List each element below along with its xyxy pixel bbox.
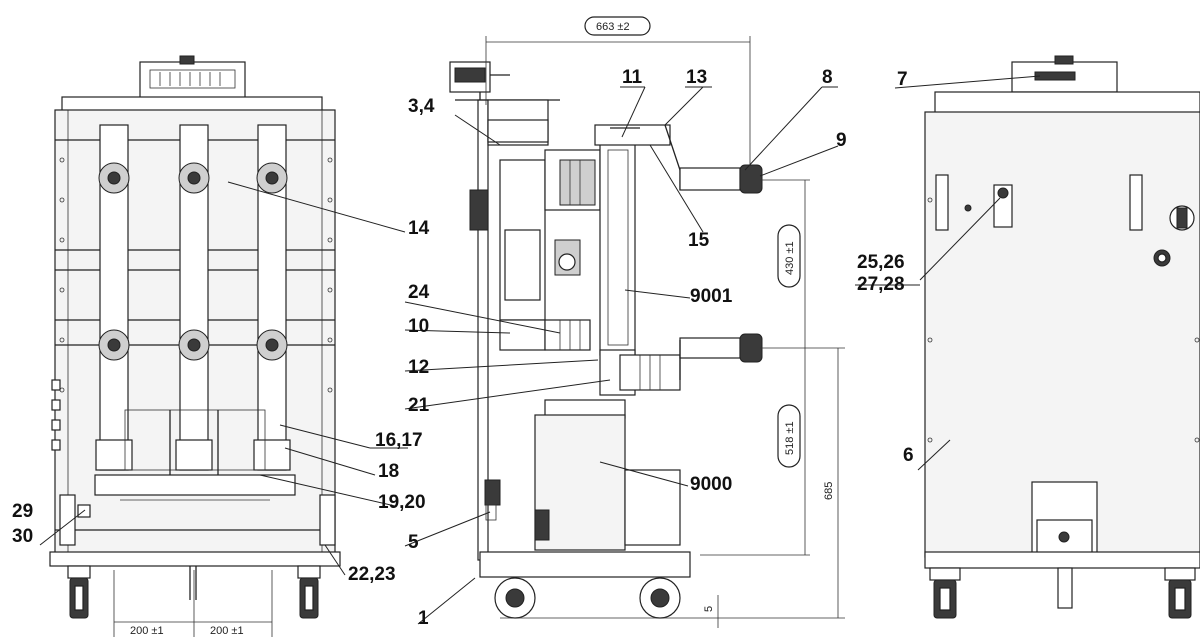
top-plate: [61, 96, 323, 112]
callout-9001: 9001: [690, 286, 733, 307]
callout-10: 10: [408, 316, 429, 337]
callout-27-28: 27,28: [857, 274, 905, 295]
callout-22-23: 22,23: [348, 564, 396, 585]
callout-21: 21: [408, 395, 430, 416]
front-wheel-left: [67, 565, 91, 619]
dim-width-663: 663 ±2: [596, 21, 630, 33]
callout-24: 24: [408, 282, 430, 303]
side-lower-body: [534, 414, 626, 551]
back-view: [924, 55, 1200, 619]
dim-height-518: 518 ±1: [784, 421, 796, 455]
callout-11: 11: [622, 67, 643, 88]
dim-pitch-right: 200 ±1: [210, 625, 244, 637]
front-wheel-right: [297, 565, 321, 619]
callout-12: 12: [408, 357, 429, 378]
callout-labels: 7 8 9 11 13 3,4 14 15 25,26 27,28 24 10 …: [12, 67, 914, 629]
callout-8: 8: [822, 67, 833, 88]
callout-9: 9: [836, 130, 847, 151]
callout-16-17: 16,17: [375, 430, 423, 451]
top-connector-box: [139, 61, 246, 103]
dim-pitch-left: 200 ±1: [130, 625, 164, 637]
callout-18: 18: [378, 461, 399, 482]
front-view: [49, 55, 341, 637]
callout-14: 14: [408, 218, 430, 239]
callout-29: 29: [12, 501, 33, 522]
callout-1: 1: [418, 608, 429, 629]
callout-30: 30: [12, 526, 33, 547]
callout-25-26: 25,26: [857, 252, 905, 273]
dim-gap-5: 5: [703, 606, 715, 612]
pole-2: [175, 124, 213, 471]
leader-lines: [39, 75, 1041, 625]
callout-15: 15: [688, 230, 710, 251]
callout-5: 5: [408, 532, 419, 553]
callout-19-20: 19,20: [378, 492, 426, 513]
callout-3-4: 3,4: [408, 96, 435, 117]
side-base: [479, 551, 691, 578]
dim-height-685: 685: [823, 482, 835, 500]
dim-height-430: 430 ±1: [784, 241, 796, 275]
front-base: [49, 551, 341, 567]
callout-9000: 9000: [690, 474, 732, 495]
callout-6: 6: [903, 445, 914, 466]
pole-1: [95, 124, 133, 471]
callout-7: 7: [897, 69, 908, 90]
vacuum-interrupter: [599, 139, 636, 356]
dimension-labels: 663 ±2 430 ±1 518 ±1 685 5 200 ±1 200 ±1: [130, 21, 835, 637]
side-view: [449, 16, 845, 628]
callout-13: 13: [686, 67, 707, 88]
pole-3: [253, 124, 291, 471]
